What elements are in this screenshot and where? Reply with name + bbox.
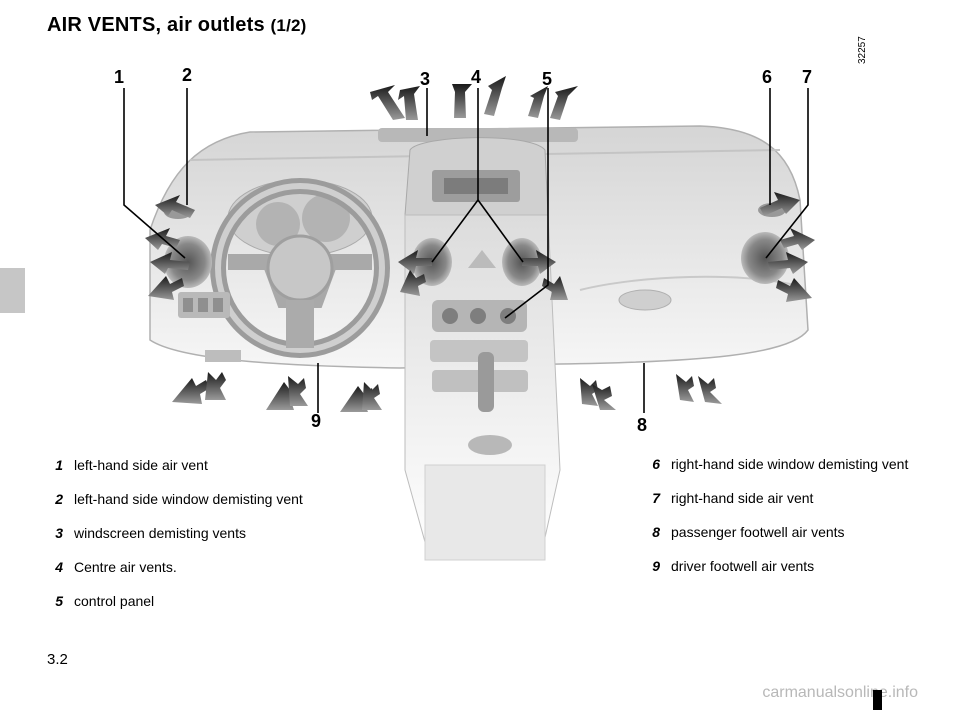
legend-text: passenger footwell air vents [671, 524, 845, 540]
legend-right: 6 right-hand side window demisting vent 7… [645, 456, 913, 592]
page-title-sub: (1/2) [270, 16, 307, 35]
airflow-arrows [145, 76, 815, 412]
legend-item: 8 passenger footwell air vents [645, 524, 913, 541]
legend-num: 3 [55, 525, 63, 541]
legend-text: right-hand side window demisting vent [671, 456, 909, 472]
page-number: 3.2 [47, 651, 68, 668]
legend-item: 5 control panel [48, 593, 310, 610]
callout-4: 4 [471, 67, 482, 87]
left-switch-panel [178, 292, 241, 362]
legend-text: driver footwell air vents [671, 558, 815, 574]
page-title: AIR VENTS, air outlets (1/2) [47, 14, 307, 37]
section-tab [0, 268, 25, 313]
callout-3: 3 [420, 69, 431, 89]
watermark: carmanualsonline.info [762, 684, 918, 701]
page-title-main: AIR VENTS, air outlets [47, 14, 265, 36]
legend-num: 9 [652, 558, 660, 574]
legend-item: 7 right-hand side air vent [645, 490, 913, 507]
legend-num: 5 [55, 593, 63, 609]
steering-wheel [210, 178, 390, 358]
legend-text: left-hand side air vent [74, 457, 208, 473]
callout-5: 5 [542, 69, 553, 89]
legend-num: 1 [55, 457, 63, 473]
legend-item: 4 Centre air vents. [48, 559, 310, 576]
callout-7: 7 [802, 67, 813, 87]
legend-left: 1 left-hand side air vent 2 left-hand side… [48, 457, 310, 627]
callout-8: 8 [637, 415, 648, 435]
callout-6: 6 [762, 67, 773, 87]
legend-text: left-hand side window demisting vent [74, 491, 303, 507]
legend-num: 6 [652, 456, 660, 472]
legend-text: control panel [74, 593, 155, 609]
corner-mark [873, 690, 882, 710]
legend-text: Centre air vents. [74, 559, 177, 575]
legend-item: 9 driver footwell air vents [645, 558, 913, 575]
legend-num: 4 [55, 559, 63, 575]
legend-text: right-hand side air vent [671, 490, 814, 506]
legend-num: 8 [652, 524, 660, 540]
legend-item: 1 left-hand side air vent [48, 457, 310, 474]
centre-console [404, 214, 561, 561]
legend-item: 6 right-hand side window demisting vent [645, 456, 913, 473]
legend-text: windscreen demisting vents [74, 525, 246, 541]
callout-2: 2 [182, 65, 193, 85]
callout-1: 1 [114, 67, 125, 87]
legend-item: 2 left-hand side window demisting vent [48, 491, 310, 508]
callout-9: 9 [311, 411, 322, 431]
legend-item: 3 windscreen demisting vents [48, 525, 310, 542]
callout-lines [123, 88, 809, 413]
legend-num: 7 [652, 490, 660, 506]
legend-num: 2 [55, 491, 63, 507]
